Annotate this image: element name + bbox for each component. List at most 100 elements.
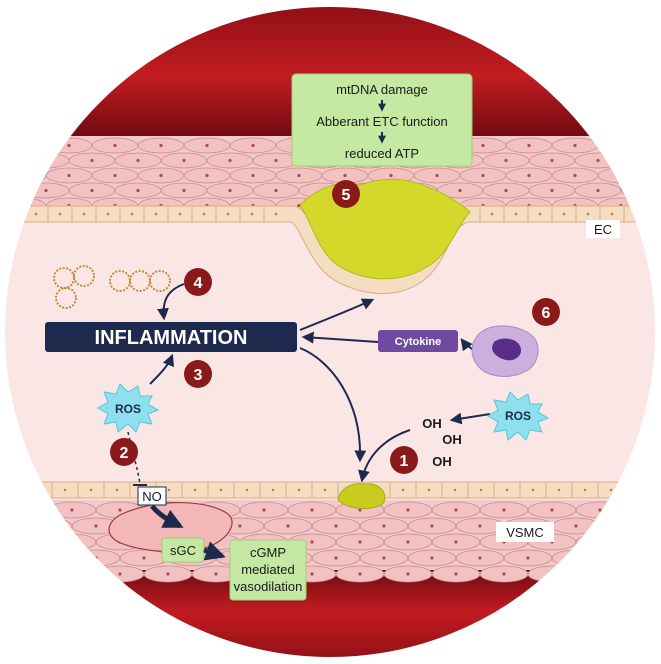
arrow-4-to-inflammation [156,283,185,321]
muscle-cell [623,533,656,551]
endothelium-bottom [4,481,656,499]
endothelial-cell-nucleus [58,212,62,216]
muscle-cell-nucleus [22,508,26,512]
smooth-muscle-layer-bottom [0,500,656,583]
muscle-cell-nucleus [113,173,117,178]
muscle-cell-nucleus [136,158,140,163]
endothelial-cell-nucleus [115,488,119,492]
muscle-cell-nucleus [502,508,506,512]
muscle-cell-nucleus [406,540,410,544]
muscle-cell-nucleus [0,159,2,162]
muscle-cell-nucleus [67,143,71,148]
muscle-cell-nucleus [550,158,554,163]
mito-line-mtdna: mtDNA damage [336,82,428,97]
endothelial-cell-nucleus [323,488,327,492]
muscle-cell-nucleus [90,158,94,163]
muscle-cell-nucleus [406,572,410,576]
muscle-cell-nucleus [274,158,278,163]
muscle-cell-nucleus [228,158,232,163]
endothelial-cell-nucleus [34,212,38,216]
endothelial-cell-nucleus [297,488,301,492]
marker-1-label: 1 [400,453,409,470]
muscle-cell-nucleus [44,158,48,163]
muscle-cell-nucleus [454,540,458,544]
muscle-cell-nucleus [262,508,266,512]
muscle-cell-nucleus [166,572,170,576]
endothelial-cell-nucleus [505,488,509,492]
marker-3: 3 [184,360,212,388]
muscle-cell-nucleus [0,556,2,559]
circle-frame [3,5,657,659]
muscle-cell-nucleus [550,508,554,512]
marker-2: 2 [110,438,138,466]
muscle-cell-nucleus [622,524,626,528]
endothelial-cell-nucleus [557,488,561,492]
endothelial-cell-nucleus [154,212,158,216]
muscle-cell [643,137,656,154]
endothelial-cell-nucleus [453,488,457,492]
muscle-cell-nucleus [646,572,650,576]
muscle-cell [599,549,649,567]
muscle-cell [623,565,656,583]
muscle-cell-nucleus [228,188,232,193]
endothelial-cell-nucleus [538,212,542,216]
endothelial-cell-nucleus [274,212,278,216]
muscle-cell-nucleus [598,572,602,576]
oh-label-3: OH [432,454,452,469]
endothelial-cell-nucleus [202,212,206,216]
muscle-cell [575,565,625,583]
muscle-cell-nucleus [274,188,278,193]
muscle-cell-nucleus [454,508,458,512]
arrow-no-to-sgc [150,504,184,529]
endothelial-cell-nucleus [562,212,566,216]
muscle-cell [4,565,49,583]
muscle-cell-nucleus [22,540,26,544]
endothelial-cell-nucleus [490,212,494,216]
muscle-cell-nucleus [70,540,74,544]
marker-6: 6 [532,298,560,326]
muscle-cell [597,167,645,184]
endothelial-cell-nucleus [63,488,67,492]
marker-5: 5 [332,180,360,208]
endothelial-cell-nucleus [401,488,405,492]
muscle-cell-nucleus [502,572,506,576]
endothelial-cell-nucleus [586,212,590,216]
ros-burst-left [97,383,160,433]
mtdna-circles [53,265,171,309]
muscle-cell [527,565,577,583]
muscle-cell-nucleus [598,540,602,544]
marker-1: 1 [390,446,418,474]
endothelial-cell-nucleus [226,212,230,216]
muscle-cell-nucleus [527,173,531,178]
muscle-cell [599,517,649,535]
muscle-cell-nucleus [481,143,485,148]
muscle-cell [643,197,656,214]
muscle-cell-nucleus [430,524,434,528]
muscle-cell [47,533,97,551]
cgmp-line2: mediated [241,562,294,577]
muscle-cell-nucleus [182,158,186,163]
oh-label-1: OH [422,416,442,431]
muscle-cell-nucleus [622,556,626,560]
muscle-cell-nucleus [22,572,26,576]
muscle-cell-nucleus [297,173,301,178]
muscle-cell-nucleus [310,508,314,512]
marker-6-label: 6 [542,305,551,322]
muscle-cell [620,152,656,169]
muscle-cell-nucleus [382,524,386,528]
muscle-cell-nucleus [46,524,50,528]
endothelial-cell-nucleus [82,212,86,216]
muscle-cell [597,137,645,154]
endothelial-cell-nucleus [427,488,431,492]
marker-3-label: 3 [194,367,203,384]
ec-label: EC [594,222,612,237]
endothelial-cell-nucleus [610,212,614,216]
muscle-cell-nucleus [21,143,25,148]
muscle-cell-nucleus [574,556,578,560]
endothelial-cell-nucleus [130,212,134,216]
muscle-cell-nucleus [598,508,602,512]
muscle-cell-nucleus [573,173,577,178]
muscle-cell-nucleus [182,188,186,193]
ros-burst-right [487,391,550,441]
muscle-cell-nucleus [406,508,410,512]
